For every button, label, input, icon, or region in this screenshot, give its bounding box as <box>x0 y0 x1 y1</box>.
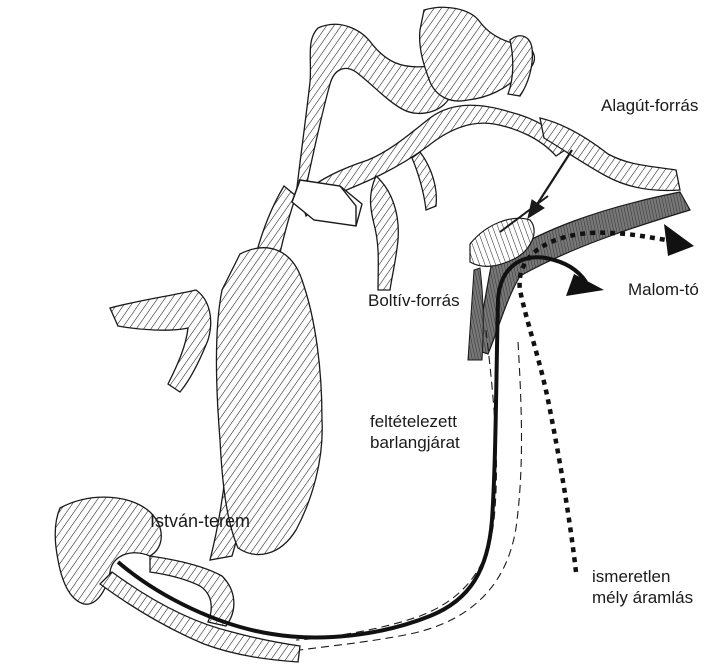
passage-alagut-branch <box>539 117 681 192</box>
passage-central-shaft-2 <box>411 151 438 211</box>
label-feltetelezett-line1: feltételezett <box>370 412 457 431</box>
label-alagut-forras: Alagút-forrás <box>601 96 699 115</box>
label-ismeretlen-line2: mély áramlás <box>592 588 694 607</box>
deep-flow-arrowhead <box>664 224 694 256</box>
passage-lower-left <box>149 555 235 627</box>
label-malom-to: Malom-tó <box>628 280 699 299</box>
main-flow-arrowhead <box>566 274 604 296</box>
passage-bottom-curve <box>99 571 301 663</box>
label-boltiv-forras: Boltív-forrás <box>368 291 460 310</box>
passage-central-shaft <box>369 174 399 291</box>
label-feltetelezett-line2: barlangjárat <box>370 433 460 452</box>
label-ismeretlen-line1: ismeretlen <box>592 567 671 586</box>
passage-upper-arch <box>295 23 454 197</box>
passage-left-mass <box>215 247 323 556</box>
passage-central-gallery <box>299 104 569 218</box>
cave-passages <box>54 6 681 663</box>
alagut-stream-arrow <box>499 149 573 233</box>
passage-left-spur <box>109 289 212 393</box>
main-flow-line <box>116 255 588 640</box>
label-ismeretlen-mely-aramlas: ismeretlen mély áramlás <box>592 566 693 608</box>
passage-right-spur <box>507 35 534 97</box>
supposed-passage-outline <box>295 329 523 651</box>
bridge-block <box>291 179 363 227</box>
boltiv-chamber <box>469 217 535 267</box>
label-feltetelezett-barlangjarat: feltételezett barlangjárat <box>370 411 460 453</box>
passage-istvan-terem <box>54 496 162 605</box>
lake-inlet-shaft <box>467 267 484 361</box>
label-istvan-terem: István-terem <box>150 511 251 531</box>
